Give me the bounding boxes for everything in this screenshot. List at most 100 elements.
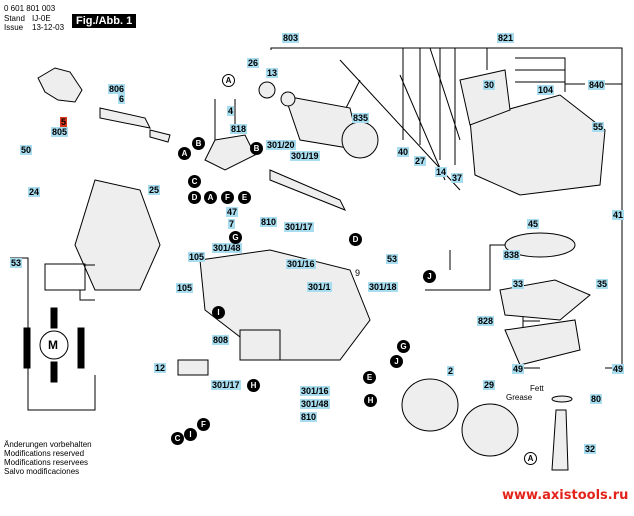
part-label-2: 2 xyxy=(447,366,455,376)
connector-a-open-top: A xyxy=(222,74,235,87)
part-label-47: 47 xyxy=(226,207,239,217)
part-label-55: 55 xyxy=(592,122,605,132)
grease-label: Grease xyxy=(506,393,533,402)
part-label-7: 7 xyxy=(228,219,236,229)
part-label-301-16-top: 301/16 xyxy=(286,259,316,269)
issue-label: Issue xyxy=(4,23,24,32)
part-label-105-upper: 105 xyxy=(188,252,206,262)
connector-f-brush: F xyxy=(221,191,234,204)
label-808 xyxy=(239,329,281,361)
connector-e-brush: E xyxy=(238,191,251,204)
part-label-840: 840 xyxy=(588,80,606,90)
note-de: Änderungen vorbehalten xyxy=(4,440,92,449)
field-coil-left xyxy=(23,327,31,369)
bracket-838 xyxy=(425,244,510,291)
part-label-25: 25 xyxy=(148,185,161,195)
connector-d-brush: D xyxy=(188,191,201,204)
part-label-104: 104 xyxy=(537,85,555,95)
part-label-49-left: 49 xyxy=(512,364,525,374)
stand-value: IJ-0E xyxy=(32,14,51,23)
part-label-803: 803 xyxy=(282,33,300,43)
part-label-29: 29 xyxy=(483,380,496,390)
bearing-26 xyxy=(258,81,276,99)
part-label-33: 33 xyxy=(512,279,525,289)
part-label-50: 50 xyxy=(20,145,33,155)
note-es: Salvo modificaciones xyxy=(4,467,80,476)
part-label-37: 37 xyxy=(451,173,464,183)
part-label-45: 45 xyxy=(527,219,540,229)
connector-d-rod: D xyxy=(349,233,362,246)
connector-c-brush: C xyxy=(188,175,201,188)
bracket-49b xyxy=(605,215,623,369)
cord-sleeve xyxy=(99,107,151,129)
gasket-35 xyxy=(499,279,591,321)
note-en: Modifications reserved xyxy=(4,449,85,458)
figure-title: Fig./Abb. 1 xyxy=(72,14,137,28)
modification-notes: Änderungen vorbehalten Modifications res… xyxy=(4,440,92,476)
part-label-5: 5 xyxy=(60,117,68,127)
connector-g-top: G xyxy=(229,231,242,244)
part-label-105-lower: 105 xyxy=(176,283,194,293)
part-label-806: 806 xyxy=(108,84,126,94)
part-label-26: 26 xyxy=(247,58,260,68)
connector-c-capacitor: C xyxy=(171,432,184,445)
connector-h-stator: H xyxy=(364,394,377,407)
part-label-9: 9 xyxy=(355,268,361,278)
part-label-6: 6 xyxy=(118,94,126,104)
connector-a-brush: A xyxy=(204,191,217,204)
part-label-35: 35 xyxy=(596,279,609,289)
cord-end xyxy=(149,129,171,143)
connector-i-capacitor: I xyxy=(184,428,197,441)
stand-label: Stand xyxy=(4,14,25,23)
part-number: 0 601 801 003 xyxy=(4,4,56,13)
stator xyxy=(401,378,459,432)
part-label-810-bottom: 810 xyxy=(300,412,318,422)
brush-top xyxy=(50,307,58,329)
part-label-32: 32 xyxy=(584,444,597,454)
part-label-805: 805 xyxy=(51,127,69,137)
capacitor-12 xyxy=(177,359,209,376)
part-label-838: 838 xyxy=(503,250,521,260)
connector-i-housing: I xyxy=(212,306,225,319)
watermark-url: www.axistools.ru xyxy=(502,488,629,503)
motor-housing xyxy=(74,179,161,291)
fett-label: Fett xyxy=(530,384,544,393)
part-label-13: 13 xyxy=(266,68,279,78)
note-fr: Modifications reservees xyxy=(4,458,89,467)
washer-80 xyxy=(551,395,573,403)
part-label-30: 30 xyxy=(483,80,496,90)
connector-j-rod: J xyxy=(423,270,436,283)
baffle-29 xyxy=(461,403,519,457)
flange-828 xyxy=(504,319,581,366)
part-label-301-19: 301/19 xyxy=(290,151,320,161)
part-label-301-18: 301/18 xyxy=(368,282,398,292)
part-label-828: 828 xyxy=(477,316,495,326)
switch-symbol xyxy=(44,263,95,301)
connector-b-brush: B xyxy=(250,142,263,155)
part-label-14: 14 xyxy=(435,167,448,177)
part-label-41: 41 xyxy=(612,210,625,220)
part-label-821: 821 xyxy=(497,33,515,43)
bracket-821 xyxy=(402,47,623,215)
part-label-53-schematic: 53 xyxy=(10,258,23,268)
part-label-301-48-top: 301/48 xyxy=(212,243,242,253)
motor-symbol-label: M xyxy=(48,338,58,352)
connector-e-stator: E xyxy=(363,371,376,384)
part-label-24: 24 xyxy=(28,187,41,197)
part-label-40: 40 xyxy=(397,147,410,157)
part-label-4: 4 xyxy=(227,106,235,116)
part-label-818: 818 xyxy=(230,124,248,134)
connector-g-stator: G xyxy=(397,340,410,353)
part-label-808: 808 xyxy=(212,335,230,345)
part-label-301-48-bottom: 301/48 xyxy=(300,399,330,409)
plug xyxy=(37,67,83,103)
part-label-301-1: 301/1 xyxy=(307,282,332,292)
motor-symbol xyxy=(39,330,69,360)
part-label-80: 80 xyxy=(590,394,603,404)
part-label-301-17-top: 301/17 xyxy=(284,222,314,232)
field-coil-right xyxy=(77,327,85,369)
connector-j-stator: J xyxy=(390,355,403,368)
slider-301-20 xyxy=(269,169,347,211)
part-label-49-right: 49 xyxy=(612,364,625,374)
bracket-4 xyxy=(214,99,236,144)
